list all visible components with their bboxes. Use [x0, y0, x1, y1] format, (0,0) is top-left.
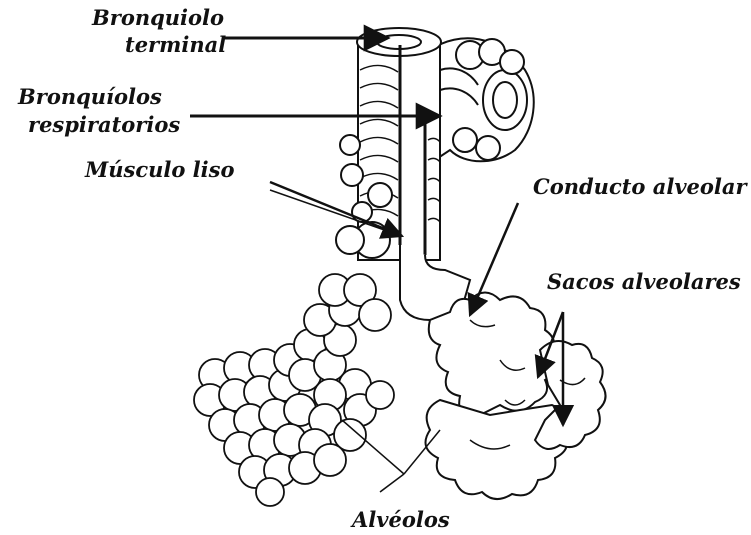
label-terminal-line2: terminal — [125, 33, 226, 57]
alveolar-sacs-right — [426, 293, 606, 500]
label-terminal-line1: Bronquiolo — [92, 6, 224, 30]
label-respiratory-line1: Bronquíolos — [18, 85, 162, 109]
label-respiratory-line2: respiratorios — [28, 113, 180, 137]
label-smooth-muscle: Músculo liso — [85, 158, 234, 182]
alveoli-cluster-left — [194, 274, 394, 506]
alveoli-pointer-1 — [380, 474, 404, 492]
label-alveolar-sacs: Sacos alveolares — [547, 270, 741, 294]
respiratory-bronchiole-branch — [430, 38, 534, 161]
label-alveoli: Alvéolos — [352, 508, 450, 532]
label-alveolar-duct: Conducto alveolar — [533, 175, 747, 199]
